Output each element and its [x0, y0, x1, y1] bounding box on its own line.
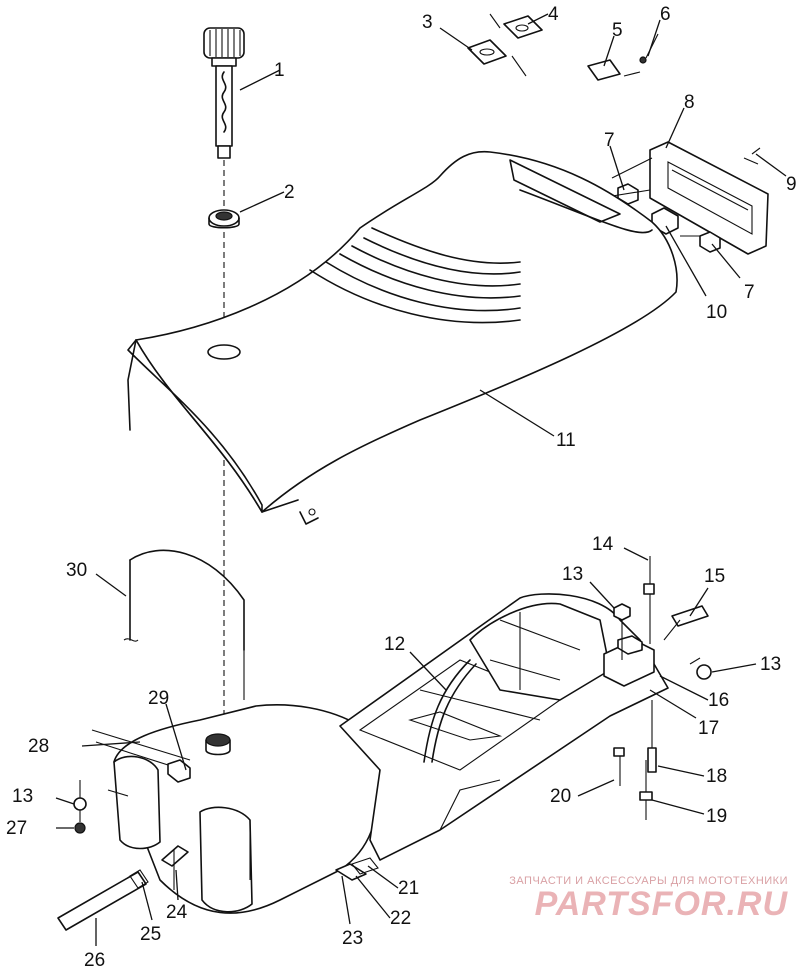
callout-label: 29 — [148, 688, 169, 709]
callout-label: 13 — [562, 564, 583, 585]
callout-label: 18 — [706, 766, 727, 787]
hardware-parts — [57, 556, 712, 931]
leader-lines — [55, 13, 787, 946]
callout-label: 5 — [612, 20, 623, 41]
callout-label: 25 — [140, 924, 161, 945]
seat-part — [127, 150, 678, 525]
callout-label: 4 — [548, 4, 559, 25]
watermark: ЗАПЧАСТИ И АКСЕССУАРЫ ДЛЯ МОТОТЕХНИКИ PA… — [488, 875, 788, 924]
callout-label: 7 — [744, 282, 755, 303]
callout-label: 2 — [284, 182, 295, 203]
callout-label: 16 — [708, 690, 729, 711]
watermark-tagline: ЗАПЧАСТИ И АКСЕССУАРЫ ДЛЯ МОТОТЕХНИКИ — [509, 875, 788, 887]
callout-label: 30 — [66, 560, 87, 581]
callout-label: 13 — [760, 654, 781, 675]
callout-label: 6 — [660, 4, 671, 25]
callout-label: 13 — [12, 786, 33, 807]
callout-label: 14 — [592, 534, 614, 555]
callout-labels: 1 2 3 4 5 6 7 7 8 9 10 11 12 13 13 13 14… — [6, 4, 797, 970]
callout-label: 12 — [384, 634, 405, 655]
fuel-tank-part — [91, 549, 381, 914]
callout-label: 22 — [390, 908, 411, 929]
callout-label: 27 — [6, 818, 27, 839]
callout-label: 20 — [550, 786, 571, 807]
callout-label: 10 — [706, 302, 727, 323]
decal-parts — [467, 13, 659, 81]
tray-chassis-part — [339, 593, 669, 861]
callout-label: 24 — [166, 902, 188, 923]
callout-label: 26 — [84, 950, 105, 970]
callout-label: 15 — [704, 566, 725, 587]
callout-label: 1 — [274, 60, 285, 81]
fuel-cap-gauge-part — [203, 27, 245, 159]
callout-label: 28 — [28, 736, 49, 757]
callout-label: 11 — [556, 430, 576, 451]
callout-label: 9 — [786, 174, 797, 195]
callout-label: 21 — [398, 878, 419, 899]
watermark-logo: PARTSFOR.RU — [534, 885, 788, 923]
callout-label: 8 — [684, 92, 695, 113]
callout-label: 3 — [422, 12, 433, 33]
callout-label: 7 — [604, 130, 615, 151]
callout-label: 19 — [706, 806, 727, 827]
callout-label: 23 — [342, 928, 363, 949]
callout-label: 17 — [698, 718, 719, 739]
grommet-part — [208, 209, 240, 229]
